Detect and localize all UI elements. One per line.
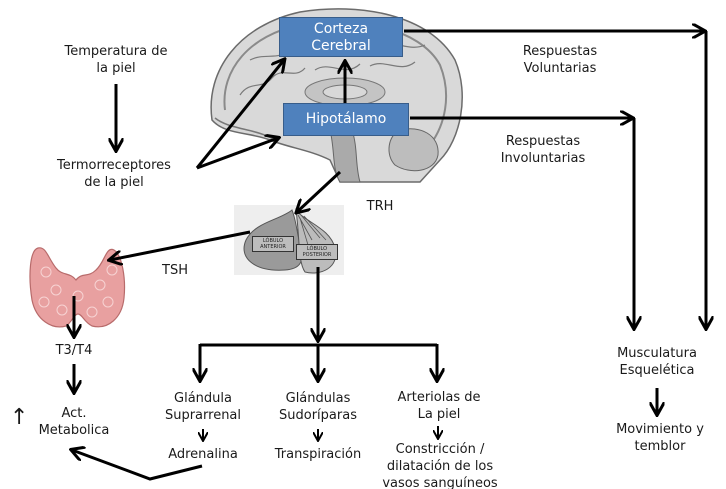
voluntary-responses-label: Respuestas Voluntarias [522, 44, 598, 76]
vasomotor-label: Constricción / dilatación de los vasos s… [382, 442, 498, 489]
increase-arrow-icon: ↑ [10, 405, 29, 430]
arrow-receptors-to-hypothalamus [196, 138, 278, 170]
skin-arterioles-label: Arteriolas de La piel [397, 390, 481, 422]
anterior-lobe-label: LÓBULO ANTERIOR [252, 236, 294, 252]
t3-t4-label: T3/T4 [55, 343, 93, 358]
arrow-hypothalamus-to-pituitary [297, 170, 342, 212]
movement-tremor-label: Movimiento y temblor [616, 422, 704, 454]
metabolic-activity-label: Act. Metabolica [38, 406, 110, 438]
skin-temperature-label: Temperatura de la piel [64, 44, 168, 76]
cerebral-cortex-box: Corteza Cerebral [279, 17, 403, 57]
thyroid-illustration [29, 247, 126, 328]
adrenaline-label: Adrenalina [168, 447, 238, 462]
thermoreceptors-label: Termorreceptores de la piel [57, 158, 171, 190]
hypothalamus-box: Hipotálamo [283, 103, 409, 136]
sweat-glands-label: Glándulas Sudoríparas [279, 391, 357, 423]
perspiration-label: Transpiración [274, 447, 362, 462]
tsh-label: TSH [162, 263, 188, 278]
adrenal-gland-label: Glándula Suprarrenal [164, 391, 242, 423]
skeletal-muscle-label: Musculatura Esquelética [617, 346, 697, 378]
posterior-lobe-label: LÓBULO POSTERIOR [296, 244, 338, 260]
arrow-receptors-to-cortex [195, 60, 284, 169]
trh-label: TRH [366, 199, 394, 214]
arrow-adrenaline-to-metabolic [72, 450, 203, 481]
involuntary-responses-label: Respuestas Involuntarias [500, 134, 586, 166]
arrow-pituitary-to-thyroid [110, 230, 251, 260]
